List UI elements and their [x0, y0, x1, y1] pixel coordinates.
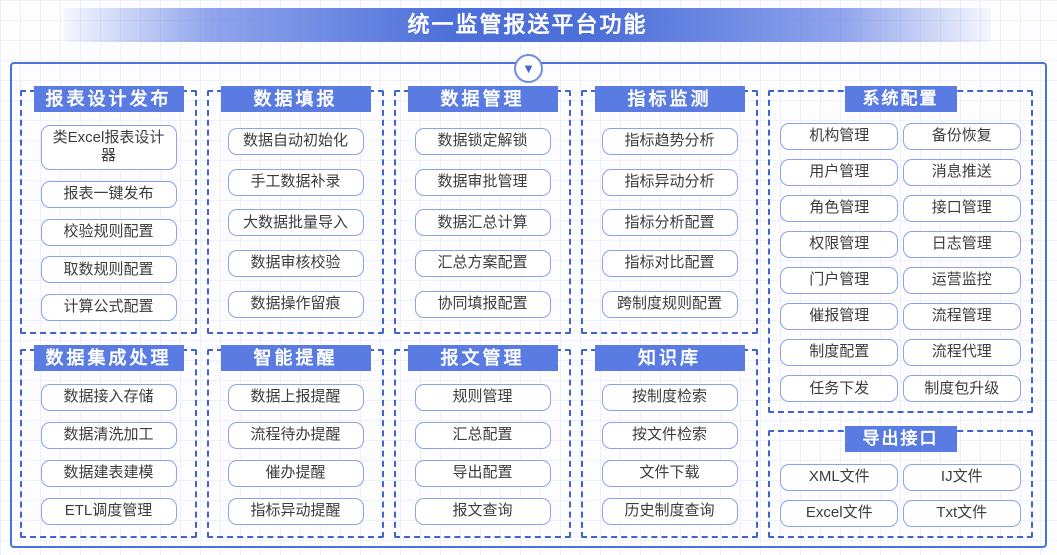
- feature-item: 取数规则配置: [40, 256, 177, 284]
- group-title: 报文管理: [407, 344, 558, 371]
- feature-item: 门户管理: [780, 267, 899, 295]
- feature-item: 制度配置: [780, 339, 899, 367]
- feature-item: IJ文件: [902, 463, 1021, 491]
- feature-item: 规则管理: [414, 383, 551, 411]
- feature-item: 计算公式配置: [40, 294, 177, 322]
- group-message-management: 报文管理 规则管理 汇总配置 导出配置 报文查询: [394, 344, 571, 538]
- feature-item: 消息推送: [902, 159, 1021, 187]
- feature-item: 指标异动分析: [601, 168, 738, 196]
- group-data-integration: 数据集成处理 数据接入存储 数据清洗加工 数据建表建模 ETL调度管理: [20, 344, 197, 538]
- feature-item: 数据接入存储: [40, 383, 177, 411]
- group-items: 数据上报提醒 流程待办提醒 催办提醒 指标异动提醒: [209, 351, 382, 536]
- feature-item: 汇总配置: [414, 421, 551, 449]
- feature-item: 数据清洗加工: [40, 421, 177, 449]
- feature-item: 指标趋势分析: [601, 127, 738, 155]
- group-items: 数据接入存储 数据清洗加工 数据建表建模 ETL调度管理: [22, 351, 195, 536]
- feature-item: ETL调度管理: [40, 497, 177, 525]
- group-title: 知识库: [594, 344, 745, 371]
- feature-item: 数据汇总计算: [414, 209, 551, 237]
- feature-item: 催报管理: [780, 303, 899, 331]
- feature-item: 数据上报提醒: [227, 383, 364, 411]
- feature-item: 机构管理: [780, 123, 899, 151]
- group-knowledge-base: 知识库 按制度检索 按文件检索 文件下载 历史制度查询: [581, 344, 758, 538]
- feature-item: 跨制度规则配置: [601, 291, 738, 319]
- group-title: 指标监测: [594, 86, 745, 112]
- group-title: 数据填报: [220, 86, 371, 112]
- feature-item: 数据操作留痕: [227, 291, 364, 319]
- group-smart-reminder: 智能提醒 数据上报提醒 流程待办提醒 催办提醒 指标异动提醒: [207, 344, 384, 538]
- feature-item: 报文查询: [414, 497, 551, 525]
- group-data-management: 数据管理 数据锁定解锁 数据审批管理 数据汇总计算 汇总方案配置 协同填报配置: [394, 86, 571, 334]
- feature-item: 流程管理: [902, 303, 1021, 331]
- feature-item: 角色管理: [780, 195, 899, 223]
- feature-item: 报表一键发布: [40, 180, 177, 208]
- feature-item: 数据审批管理: [414, 168, 551, 196]
- column-2: 数据填报 数据自动初始化 手工数据补录 大数据批量导入 数据审核校验 数据操作留…: [207, 86, 384, 538]
- feature-item: 协同填报配置: [414, 291, 551, 319]
- feature-item: 按制度检索: [601, 383, 738, 411]
- feature-item: 大数据批量导入: [227, 209, 364, 237]
- feature-item: 制度包升级: [902, 375, 1021, 403]
- feature-item: Txt文件: [902, 499, 1021, 527]
- group-title: 系统配置: [844, 86, 957, 112]
- group-data-filling: 数据填报 数据自动初始化 手工数据补录 大数据批量导入 数据审核校验 数据操作留…: [207, 86, 384, 334]
- column-1: 报表设计发布 类Excel报表设计器 报表一键发布 校验规则配置 取数规则配置 …: [20, 86, 197, 538]
- group-items: XML文件 IJ文件 Excel文件 Txt文件: [770, 432, 1031, 536]
- connector-circle: ▼: [514, 54, 543, 83]
- column-4: 指标监测 指标趋势分析 指标异动分析 指标分析配置 指标对比配置 跨制度规则配置…: [581, 86, 758, 538]
- feature-item: 文件下载: [601, 459, 738, 487]
- feature-item: 汇总方案配置: [414, 250, 551, 278]
- feature-item: 任务下发: [780, 375, 899, 403]
- feature-item: 运营监控: [902, 267, 1021, 295]
- feature-item: 用户管理: [780, 159, 899, 187]
- feature-item: 备份恢复: [902, 123, 1021, 151]
- feature-item: 数据自动初始化: [227, 127, 364, 155]
- column-5: 系统配置 机构管理 备份恢复 用户管理 消息推送 角色管理 接口管理 权限管理 …: [768, 86, 1033, 538]
- group-system-config: 系统配置 机构管理 备份恢复 用户管理 消息推送 角色管理 接口管理 权限管理 …: [768, 86, 1033, 414]
- feature-item: 导出配置: [414, 459, 551, 487]
- group-report-design-publish: 报表设计发布 类Excel报表设计器 报表一键发布 校验规则配置 取数规则配置 …: [20, 86, 197, 334]
- feature-item: 类Excel报表设计器: [40, 124, 177, 171]
- group-indicator-monitoring: 指标监测 指标趋势分析 指标异动分析 指标分析配置 指标对比配置 跨制度规则配置: [581, 86, 758, 334]
- group-title: 智能提醒: [220, 344, 371, 371]
- feature-item: 校验规则配置: [40, 218, 177, 246]
- feature-item: 流程待办提醒: [227, 421, 364, 449]
- group-items: 数据锁定解锁 数据审批管理 数据汇总计算 汇总方案配置 协同填报配置: [396, 92, 569, 332]
- feature-item: 流程代理: [902, 339, 1021, 367]
- feature-item: 日志管理: [902, 231, 1021, 259]
- feature-item: 指标对比配置: [601, 250, 738, 278]
- feature-item: Excel文件: [780, 499, 899, 527]
- chevron-down-icon: ▼: [522, 61, 535, 76]
- group-title: 导出接口: [844, 426, 957, 453]
- feature-item: 权限管理: [780, 231, 899, 259]
- feature-item: 按文件检索: [601, 421, 738, 449]
- feature-item: 数据建表建模: [40, 459, 177, 487]
- group-title: 报表设计发布: [33, 86, 184, 112]
- group-title: 数据集成处理: [33, 344, 184, 371]
- group-items: 数据自动初始化 手工数据补录 大数据批量导入 数据审核校验 数据操作留痕: [209, 92, 382, 332]
- feature-item: 指标分析配置: [601, 209, 738, 237]
- column-3: 数据管理 数据锁定解锁 数据审批管理 数据汇总计算 汇总方案配置 协同填报配置 …: [394, 86, 571, 538]
- group-items: 类Excel报表设计器 报表一键发布 校验规则配置 取数规则配置 计算公式配置: [22, 92, 195, 332]
- group-items: 规则管理 汇总配置 导出配置 报文查询: [396, 351, 569, 536]
- features-panel: 报表设计发布 类Excel报表设计器 报表一键发布 校验规则配置 取数规则配置 …: [10, 62, 1047, 548]
- feature-item: 数据锁定解锁: [414, 127, 551, 155]
- feature-item: XML文件: [780, 463, 899, 491]
- group-items: 按制度检索 按文件检索 文件下载 历史制度查询: [583, 351, 756, 536]
- feature-item: 历史制度查询: [601, 497, 738, 525]
- feature-item: 接口管理: [902, 195, 1021, 223]
- group-items: 机构管理 备份恢复 用户管理 消息推送 角色管理 接口管理 权限管理 日志管理 …: [770, 92, 1031, 411]
- group-items: 指标趋势分析 指标异动分析 指标分析配置 指标对比配置 跨制度规则配置: [583, 92, 756, 332]
- page-title: 统一监管报送平台功能: [64, 8, 991, 42]
- group-export-interface: 导出接口 XML文件 IJ文件 Excel文件 Txt文件: [768, 426, 1033, 538]
- feature-item: 手工数据补录: [227, 168, 364, 196]
- feature-item: 指标异动提醒: [227, 497, 364, 525]
- group-title: 数据管理: [407, 86, 558, 112]
- feature-item: 数据审核校验: [227, 250, 364, 278]
- feature-item: 催办提醒: [227, 459, 364, 487]
